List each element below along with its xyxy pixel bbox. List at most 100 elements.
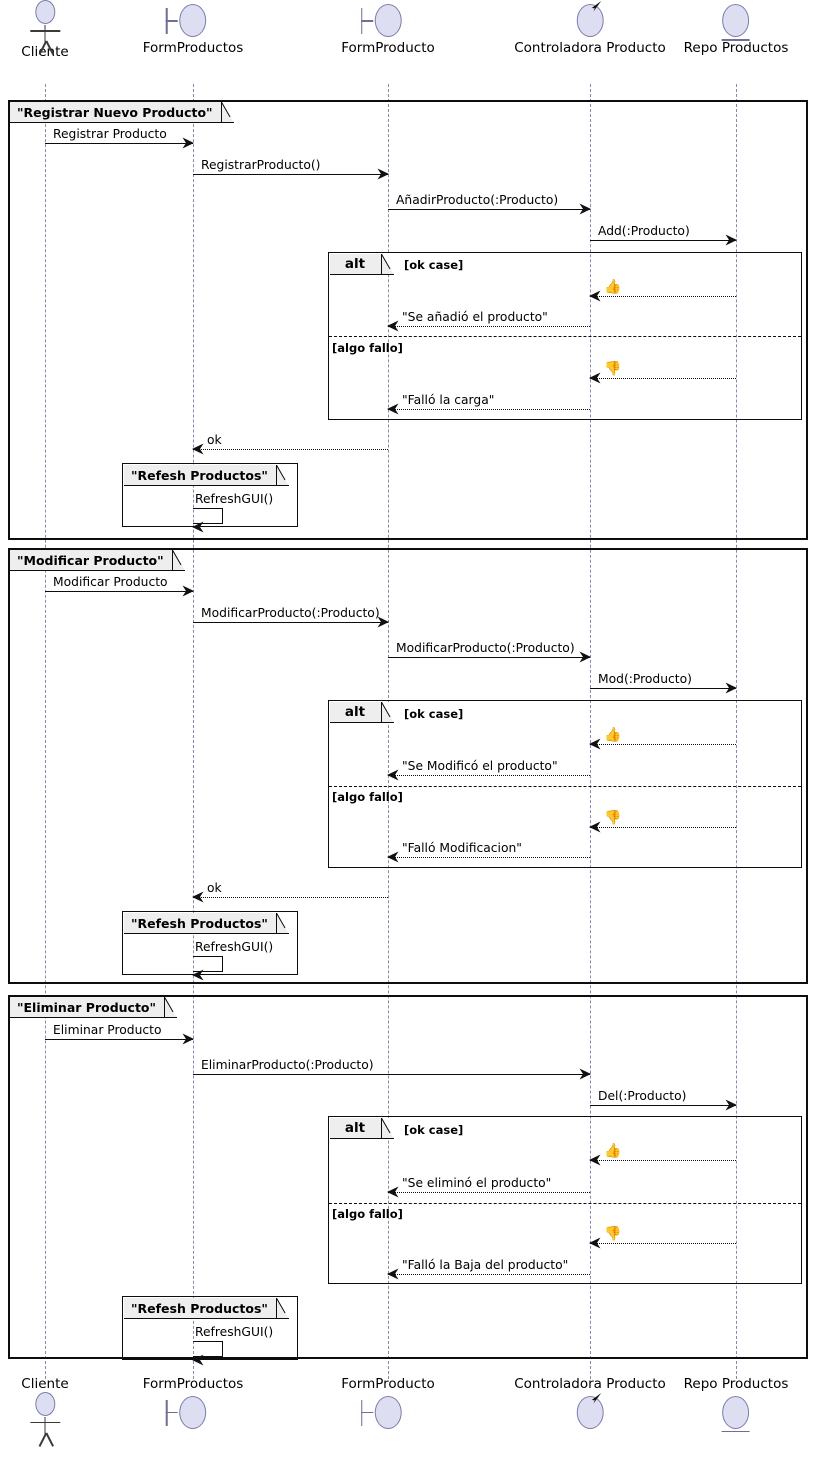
message-label: RegistrarProducto() (201, 157, 321, 172)
participant-formproductos[interactable]: FormProductos (142, 1376, 244, 1434)
message-line (388, 1192, 590, 1193)
fragment-operator-label: "Registrar Nuevo Producto" (10, 102, 222, 123)
boundary-icon (157, 1392, 229, 1434)
message-line (388, 657, 590, 658)
message-line (590, 1243, 736, 1244)
boundary-connector (166, 1411, 178, 1414)
tag-notch (165, 997, 178, 1019)
self-message-top (193, 508, 223, 509)
message-arrowhead (387, 320, 399, 332)
message-line (45, 591, 193, 592)
message-arrowhead (589, 372, 601, 384)
stereotype-circle (722, 4, 750, 37)
alt-fragment-registrar-tag: alt (330, 254, 394, 276)
participant-label-cliente: Cliente (21, 1376, 69, 1392)
message-arrowhead (579, 651, 591, 663)
control-arrow (588, 0, 604, 15)
message-label: "Falló Modificacion" (402, 840, 522, 855)
participant-formproductos[interactable]: FormProductos (142, 0, 244, 56)
guard-algo-fallo-registrar: [algo fallo] (332, 341, 403, 355)
stereotype-circle (179, 4, 207, 37)
actor-arms (29, 30, 60, 32)
self-message: RefreshGUI() (192, 940, 273, 981)
self-message-right (222, 508, 223, 524)
message-arrowhead (377, 168, 389, 180)
participant-label-formproductos: FormProductos (142, 40, 244, 56)
message-label: "Falló la carga" (402, 392, 495, 407)
message-label: ModificarProducto(:Producto) (396, 640, 575, 655)
boundary-connector (361, 1411, 373, 1414)
tag-notch (172, 550, 185, 572)
self-message: RefreshGUI() (192, 492, 273, 533)
actor-leg-right (45, 1432, 54, 1447)
participant-label-formproductos: FormProductos (142, 1376, 244, 1392)
refresh-fragment-modificar-tag: "Refesh Productos" (124, 913, 289, 935)
tag-notch (382, 702, 394, 724)
self-message-right (222, 956, 223, 972)
message-line (590, 378, 736, 379)
self-message-label: RefreshGUI() (195, 1325, 274, 1339)
message-label: 👎 (604, 1226, 622, 1242)
fragment-operator-label: "Refesh Productos" (124, 1298, 277, 1319)
participant-formproducto[interactable]: FormProducto (341, 0, 435, 56)
message-line (45, 1039, 193, 1040)
entity-icon (700, 0, 772, 42)
participant-formproducto[interactable]: FormProducto (341, 1377, 435, 1434)
participant-cliente[interactable]: Cliente (21, 1376, 69, 1447)
entity-icon (700, 1392, 772, 1434)
self-message-bottom (193, 971, 223, 972)
participant-controladora[interactable]: Controladora Producto (514, 0, 666, 56)
tag-notch (382, 254, 394, 276)
alt-branch-divider (329, 786, 801, 787)
message-label: Eliminar Producto (53, 1022, 162, 1037)
message-arrowhead (182, 585, 194, 597)
actor-stick-figure-icon (22, 1391, 68, 1447)
refresh-fragment-eliminar-tag: "Refesh Productos" (124, 1298, 289, 1320)
message-arrowhead (387, 1268, 399, 1280)
message-label: 👍 (604, 727, 622, 743)
message-line (590, 240, 736, 241)
message-line (590, 827, 736, 828)
message-arrowhead (192, 891, 204, 903)
stereotype-circle (722, 1395, 750, 1429)
message-line (193, 897, 388, 898)
guard-algo-fallo-eliminar: [algo fallo] (332, 1207, 403, 1221)
message-label: AñadirProducto(:Producto) (396, 192, 559, 207)
stereotype-circle (576, 4, 604, 37)
alt-branch-divider (329, 336, 801, 337)
message-arrowhead (192, 443, 204, 455)
self-message-top (193, 1341, 223, 1342)
guard-ok-case-registrar: [ok case] (404, 258, 464, 272)
participant-repo[interactable]: Repo Productos (684, 0, 788, 56)
tag-notch (276, 465, 289, 487)
guard-algo-fallo-modificar: [algo fallo] (332, 790, 403, 804)
fragment-eliminar (8, 995, 808, 1359)
fragment-registrar (8, 100, 808, 540)
self-message-right (222, 1341, 223, 1357)
self-message-bottom (193, 523, 223, 524)
refresh-fragment-modificar (122, 911, 298, 975)
tag-notch (276, 1298, 289, 1320)
message-arrowhead (387, 851, 399, 863)
participant-cliente[interactable]: Cliente (21, 0, 69, 60)
boundary-icon (157, 0, 229, 42)
message-arrowhead (589, 821, 601, 833)
entity-underline (721, 1430, 750, 1433)
fragment-eliminar-tag: "Eliminar Producto" (10, 997, 178, 1019)
participant-controladora[interactable]: Controladora Producto (514, 1376, 666, 1434)
message-arrowhead (725, 1099, 737, 1111)
stereotype-circle (576, 1395, 604, 1429)
boundary-connector (361, 20, 373, 22)
message-label: "Falló la Baja del producto" (402, 1257, 569, 1272)
message-arrowhead (589, 738, 601, 750)
refresh-fragment-registrar-tag: "Refesh Productos" (124, 465, 289, 487)
control-icon (554, 1392, 626, 1434)
participant-repo[interactable]: Repo Productos (684, 1377, 788, 1434)
actor-head (34, 0, 55, 24)
message-line (388, 409, 590, 410)
message-line (193, 1074, 590, 1075)
message-label: Del(:Producto) (598, 1088, 687, 1103)
participant-label-controladora: Controladora Producto (514, 1376, 666, 1392)
message-line (590, 744, 736, 745)
